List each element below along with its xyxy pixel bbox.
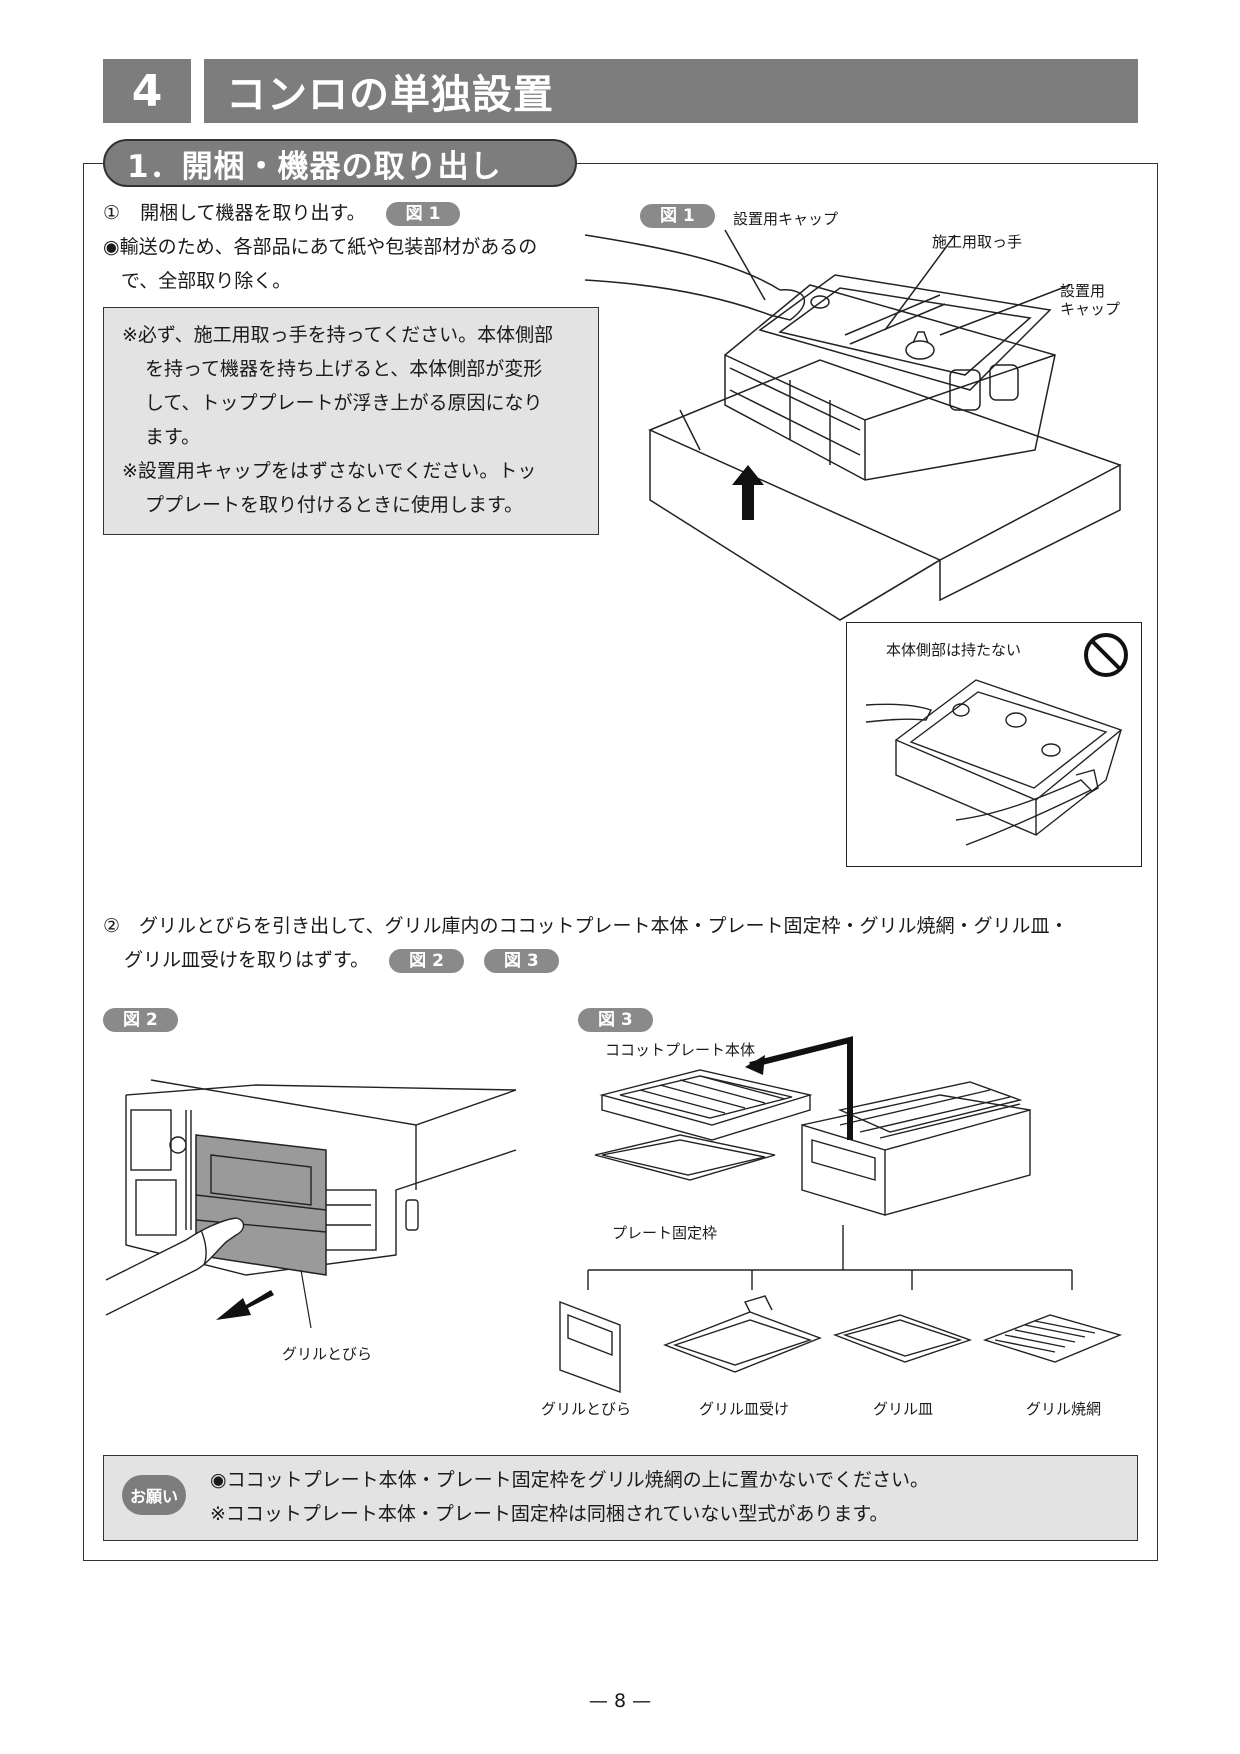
step1-bullet-line2: で、全部取り除く。 xyxy=(121,270,292,292)
content-frame xyxy=(83,163,1158,1561)
caution-line: ます。 xyxy=(145,426,201,448)
fig1-label-cap2-line2: キャップ xyxy=(1060,300,1121,318)
caution-line: して、トッププレートが浮き上がる原因になり xyxy=(145,392,543,414)
step1-number: ① xyxy=(103,202,121,224)
fig2-ref-pill[interactable]: 図 2 xyxy=(389,948,464,973)
fig3-part-label: グリル皿受け xyxy=(699,1400,790,1418)
step1-bullet-line1: ◉輸送のため、各部品にあて紙や包装部材があるの xyxy=(103,236,538,258)
step1-text: 開梱して機器を取り出す。 xyxy=(140,202,366,224)
fig3-label-cocotte: ココットプレート本体 xyxy=(605,1041,756,1059)
page-number: — 8 — xyxy=(588,1690,652,1712)
caution-line: ※必ず、施工用取っ手を持ってください。本体側部 xyxy=(122,324,554,346)
fig3-ref-pill[interactable]: 図 3 xyxy=(483,948,559,973)
fig1-tag-wrap: 図 1 xyxy=(640,204,715,228)
fig3-label-frame: プレート固定枠 xyxy=(612,1224,718,1242)
chapter-title: コンロの単独設置 xyxy=(204,59,1138,123)
step2-line1: ② グリルとびらを引き出して、グリル庫内のココットプレート本体・プレート固定枠・… xyxy=(103,915,1069,937)
fig3-tag: 図 3 xyxy=(578,1008,653,1032)
fig2-tag: 図 2 xyxy=(103,1008,178,1032)
onegai-box xyxy=(103,1455,1138,1541)
section-title: 1．開梱・機器の取り出し xyxy=(103,139,577,187)
fig1-label-cap2-line1: 設置用 xyxy=(1060,282,1106,300)
fig3-part-label: グリル焼網 xyxy=(1026,1400,1102,1418)
prohibited-icon xyxy=(1084,633,1128,677)
onegai-line2: ※ココットプレート本体・プレート固定枠は同梱されていない型式があります。 xyxy=(210,1503,889,1525)
caution-line: を持って機器を持ち上げると、本体側部が変形 xyxy=(145,358,543,380)
fig1-tag: 図 1 xyxy=(640,204,715,228)
onegai-badge: お願い xyxy=(122,1475,186,1515)
fig1-inset-label: 本体側部は持たない xyxy=(886,641,1022,659)
fig3-tag-wrap: 図 3 xyxy=(578,1008,653,1032)
fig3-part-label: グリル皿 xyxy=(873,1400,934,1418)
fig1-ref-pill[interactable]: 図 1 xyxy=(385,201,461,226)
fig1-label-cap1: 設置用キャップ xyxy=(733,210,839,228)
onegai-line1: ◉ココットプレート本体・プレート固定枠をグリル焼網の上に置かないでください。 xyxy=(210,1469,930,1491)
step2-line2: グリル皿受けを取りはずす。 xyxy=(124,949,370,971)
fig1-illustration xyxy=(584,229,1122,621)
step1-line: ① 開梱して機器を取り出す。 図 1 xyxy=(103,196,461,230)
fig3-part-label: グリルとびら xyxy=(541,1400,632,1418)
step2-line2-wrap: グリル皿受けを取りはずす。 図 2 図 3 xyxy=(124,943,559,977)
fig2-tag-wrap: 図 2 xyxy=(103,1008,178,1032)
caution-line: ププレートを取り付けるときに使用します。 xyxy=(145,494,524,516)
fig3-illustration xyxy=(559,1036,1123,1394)
caution-line: ※設置用キャップをはずさないでください。トッ xyxy=(122,460,537,482)
chapter-number: 4 xyxy=(103,59,191,123)
fig1-label-handle: 施工用取っ手 xyxy=(932,233,1023,251)
fig2-label-door: グリルとびら xyxy=(282,1345,373,1363)
fig1-inset-illustration xyxy=(865,679,1123,846)
caution-box xyxy=(103,307,599,535)
fig2-illustration xyxy=(105,1079,517,1329)
